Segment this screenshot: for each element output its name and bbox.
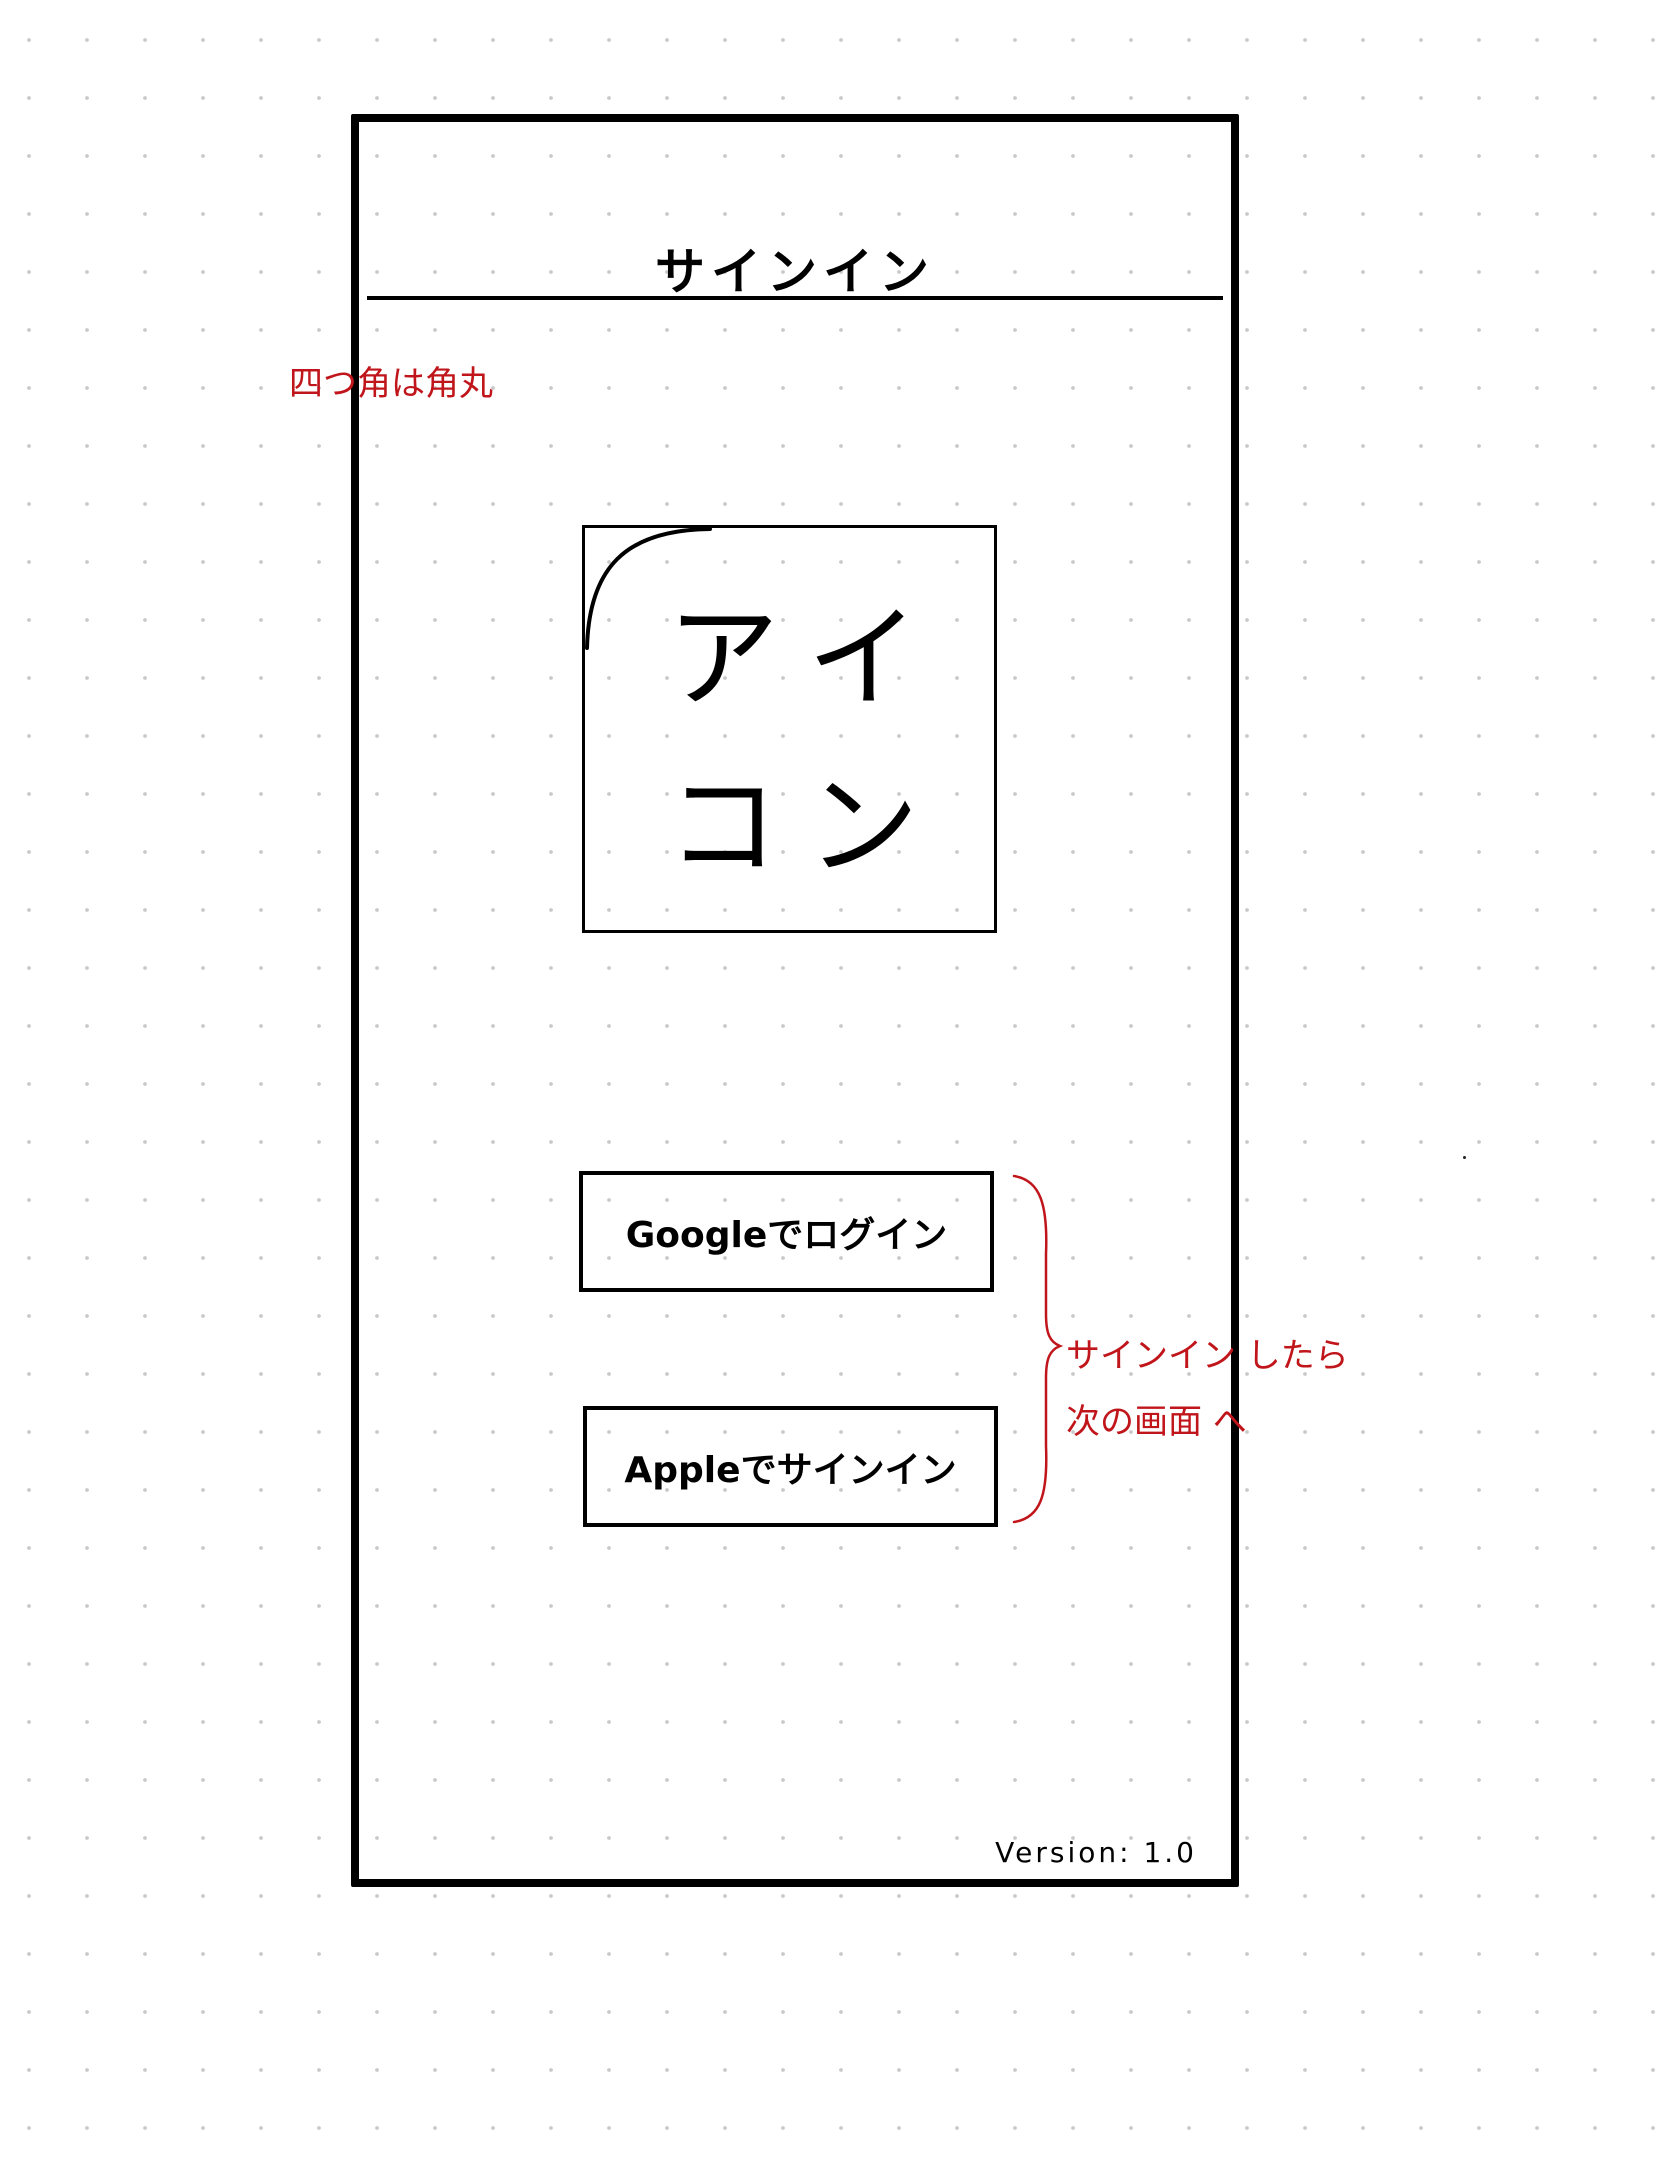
version-label: Version: 1.0 xyxy=(995,1836,1197,1869)
stray-mark xyxy=(1463,1156,1466,1159)
rounded-corner-annotation: 四つ角は角丸 xyxy=(289,364,493,404)
icon-char-n: ン xyxy=(807,762,919,892)
icon-char-ko: コ xyxy=(667,762,779,892)
rounded-corner-guide xyxy=(585,528,712,650)
apple-signin-button[interactable]: Appleでサインイン xyxy=(583,1406,998,1527)
phone-frame: サインイン ア イ コ ン Googleでログイン Appleでサインイン Ve… xyxy=(351,114,1239,1887)
icon-char-a: ア xyxy=(667,594,779,724)
buttons-annotation-line-1: サインイン したら xyxy=(1066,1336,1349,1376)
app-icon-placeholder: ア イ コ ン xyxy=(582,525,997,933)
buttons-annotation: サインイン したら 次の画面 へ xyxy=(1066,1323,1349,1455)
buttons-annotation-line-2: 次の画面 へ xyxy=(1066,1402,1247,1442)
icon-char-i: イ xyxy=(807,594,919,724)
curly-brace-icon xyxy=(1012,1174,1064,1524)
page-title: サインイン xyxy=(655,243,935,301)
header-divider xyxy=(367,296,1223,300)
google-login-button[interactable]: Googleでログイン xyxy=(579,1171,994,1292)
